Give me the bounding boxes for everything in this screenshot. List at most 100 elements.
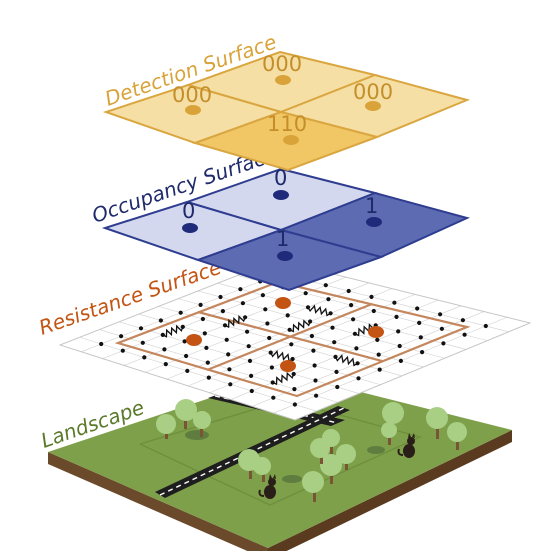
detection-dot xyxy=(365,101,381,111)
node-dot xyxy=(417,320,422,325)
occupancy-cell-code: 0 xyxy=(274,166,287,190)
mesh-line xyxy=(252,311,485,407)
animal-icon xyxy=(397,433,415,458)
landscape-soil-right xyxy=(268,430,512,551)
node-dot xyxy=(303,291,308,296)
node-dot xyxy=(162,347,167,352)
node-dot xyxy=(265,321,270,326)
landscape-soil-left xyxy=(48,452,268,551)
node-dot xyxy=(396,329,401,334)
node-dot xyxy=(375,337,380,342)
node-dot xyxy=(99,341,104,347)
tree-icon xyxy=(175,399,197,429)
node-dot xyxy=(204,345,209,350)
node-dot xyxy=(227,367,232,372)
node-dot xyxy=(205,360,210,365)
node-dot xyxy=(228,382,233,387)
resistance-center-dot xyxy=(275,297,291,309)
pond xyxy=(185,430,209,440)
occupancy-dot xyxy=(277,251,293,261)
node-dot xyxy=(438,312,443,317)
resistor-symbol xyxy=(224,315,246,329)
node-dot xyxy=(238,287,243,292)
node-dot xyxy=(312,363,317,368)
node-dot xyxy=(313,378,318,383)
detection-dot xyxy=(275,75,291,85)
resistance-cell-border xyxy=(114,280,471,398)
resistance-cell-divider xyxy=(206,302,373,372)
tree-icon xyxy=(320,454,342,484)
node-dot xyxy=(483,323,488,329)
node-dot xyxy=(200,316,205,322)
node-dot xyxy=(420,350,425,355)
node-dot xyxy=(326,297,331,302)
mesh-line xyxy=(79,336,317,412)
tree-icon xyxy=(193,411,211,437)
occupancy-dot xyxy=(366,217,382,227)
node-dot xyxy=(323,283,328,288)
detection-cell-code: 000 xyxy=(172,83,212,107)
node-dot xyxy=(292,402,297,407)
detection-cell-code: 000 xyxy=(262,52,302,76)
resistance-nodes xyxy=(99,271,488,407)
node-dot xyxy=(376,352,381,357)
node-dot xyxy=(314,393,319,398)
node-dot xyxy=(140,340,145,345)
node-dot xyxy=(224,337,229,342)
node-dot xyxy=(249,373,254,378)
node-dot xyxy=(260,293,265,298)
node-dot xyxy=(138,326,144,331)
mesh-line xyxy=(59,344,296,421)
resistor-symbol xyxy=(272,371,295,386)
node-dot xyxy=(346,288,351,294)
tree-icon xyxy=(447,422,467,450)
node-dot xyxy=(184,353,189,359)
detection-dot xyxy=(283,135,299,145)
detection-cell-code: 110 xyxy=(267,112,307,136)
node-dot xyxy=(120,348,125,353)
node-dot xyxy=(394,314,399,319)
node-dot xyxy=(142,355,147,360)
tree-icon xyxy=(253,457,271,482)
node-dot xyxy=(398,358,403,363)
tree-icon xyxy=(156,414,176,439)
node-dot xyxy=(334,369,339,374)
occupancy-dot xyxy=(182,223,198,233)
node-dot xyxy=(371,308,376,314)
resistance-resistors xyxy=(162,304,377,386)
node-dot xyxy=(245,329,250,334)
node-dot xyxy=(119,334,124,339)
node-dot xyxy=(369,294,374,299)
node-dot xyxy=(309,333,314,339)
node-dot xyxy=(335,384,340,390)
node-dot xyxy=(418,335,423,340)
detection-cell-code: 000 xyxy=(353,80,393,104)
node-dot xyxy=(377,367,382,372)
node-dot xyxy=(439,326,444,331)
node-dot xyxy=(397,343,402,349)
node-dot xyxy=(415,306,420,311)
tree-icon xyxy=(381,422,397,445)
occupancy-dot xyxy=(273,190,289,200)
node-dot xyxy=(330,325,335,330)
mesh-line xyxy=(273,316,508,414)
node-dot xyxy=(202,331,207,336)
animal-icon xyxy=(258,474,276,499)
pond xyxy=(282,475,302,483)
occupancy-cell-code: 1 xyxy=(365,194,378,218)
node-dot xyxy=(356,376,361,381)
tree-icon xyxy=(302,471,324,502)
resistance-center-dot xyxy=(186,334,202,346)
node-dot xyxy=(178,310,183,315)
node-dot xyxy=(198,302,203,307)
resistor-symbol xyxy=(162,324,184,338)
node-dot xyxy=(311,348,316,353)
detection-layer: 000 000 000 110 Detection Surface xyxy=(102,30,471,172)
node-dot xyxy=(158,318,163,323)
node-dot xyxy=(269,365,274,370)
resistor-symbol xyxy=(307,304,331,317)
tree-icon xyxy=(426,407,448,439)
node-dot xyxy=(392,300,397,305)
node-dot xyxy=(354,346,359,351)
